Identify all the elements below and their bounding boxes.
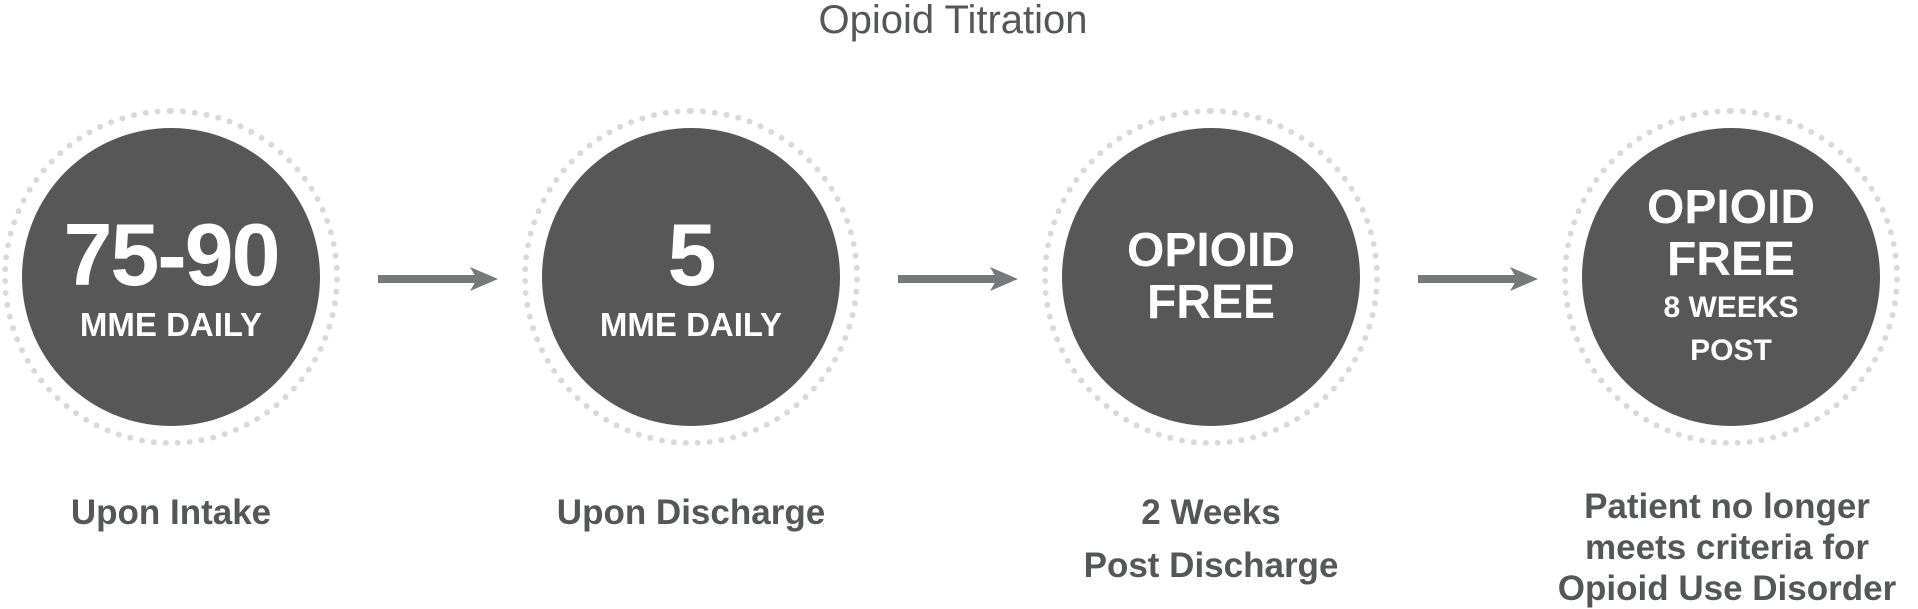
dotted-ring: [1042, 108, 1380, 446]
dose-unit: MME DAILY: [599, 306, 783, 343]
step-intake: 75-90 MME DAILY Upon Intake: [0, 0, 360, 609]
status-subline: POST: [1690, 334, 1772, 367]
caption-line: 2 Weeks: [1141, 493, 1281, 532]
dose-unit: MME DAILY: [79, 306, 263, 343]
status-line: FREE: [1146, 276, 1275, 329]
status-circle: OPIOID FREE: [1062, 128, 1360, 426]
step-caption: Upon Discharge: [520, 486, 862, 539]
dotted-ring: [1562, 108, 1900, 446]
dotted-ring: [522, 108, 860, 446]
caption-line: Post Discharge: [1083, 546, 1339, 585]
right-arrow-icon: [1418, 267, 1538, 291]
caption-line: Opioid Use Disorder: [1557, 569, 1897, 608]
diagram-title: Opioid Titration: [818, 0, 1088, 42]
dose-circle: 75-90 MME DAILY: [22, 128, 320, 426]
step-caption: Upon Intake: [0, 486, 342, 539]
step-caption: 2 Weeks Post Discharge: [1040, 486, 1382, 592]
status-line: OPIOID: [1126, 224, 1296, 277]
caption-line: meets criteria for: [1584, 528, 1870, 567]
step-discharge: 5 MME DAILY Upon Discharge: [520, 0, 880, 609]
caption-line: Patient no longer: [1584, 487, 1870, 526]
step-two-weeks: OPIOID FREE 2 Weeks Post Discharge: [1040, 0, 1400, 609]
dose-value: 5: [667, 205, 717, 304]
step-eight-weeks: OPIOID FREE 8 WEEKS POST Patient no long…: [1558, 0, 1918, 609]
caption-line: Upon Intake: [70, 493, 272, 532]
status-subline: 8 WEEKS: [1663, 291, 1799, 324]
dose-circle: 5 MME DAILY: [542, 128, 840, 426]
caption-line: Upon Discharge: [556, 493, 826, 532]
dose-value: 75-90: [63, 205, 280, 304]
status-line: FREE: [1666, 233, 1795, 286]
step-caption: Patient no longer meets criteria for Opi…: [1548, 486, 1906, 609]
dotted-ring: [2, 108, 340, 446]
right-arrow-icon: [898, 267, 1018, 291]
right-arrow-icon: [378, 267, 498, 291]
status-circle: OPIOID FREE 8 WEEKS POST: [1582, 128, 1880, 426]
status-line: OPIOID: [1646, 181, 1816, 234]
